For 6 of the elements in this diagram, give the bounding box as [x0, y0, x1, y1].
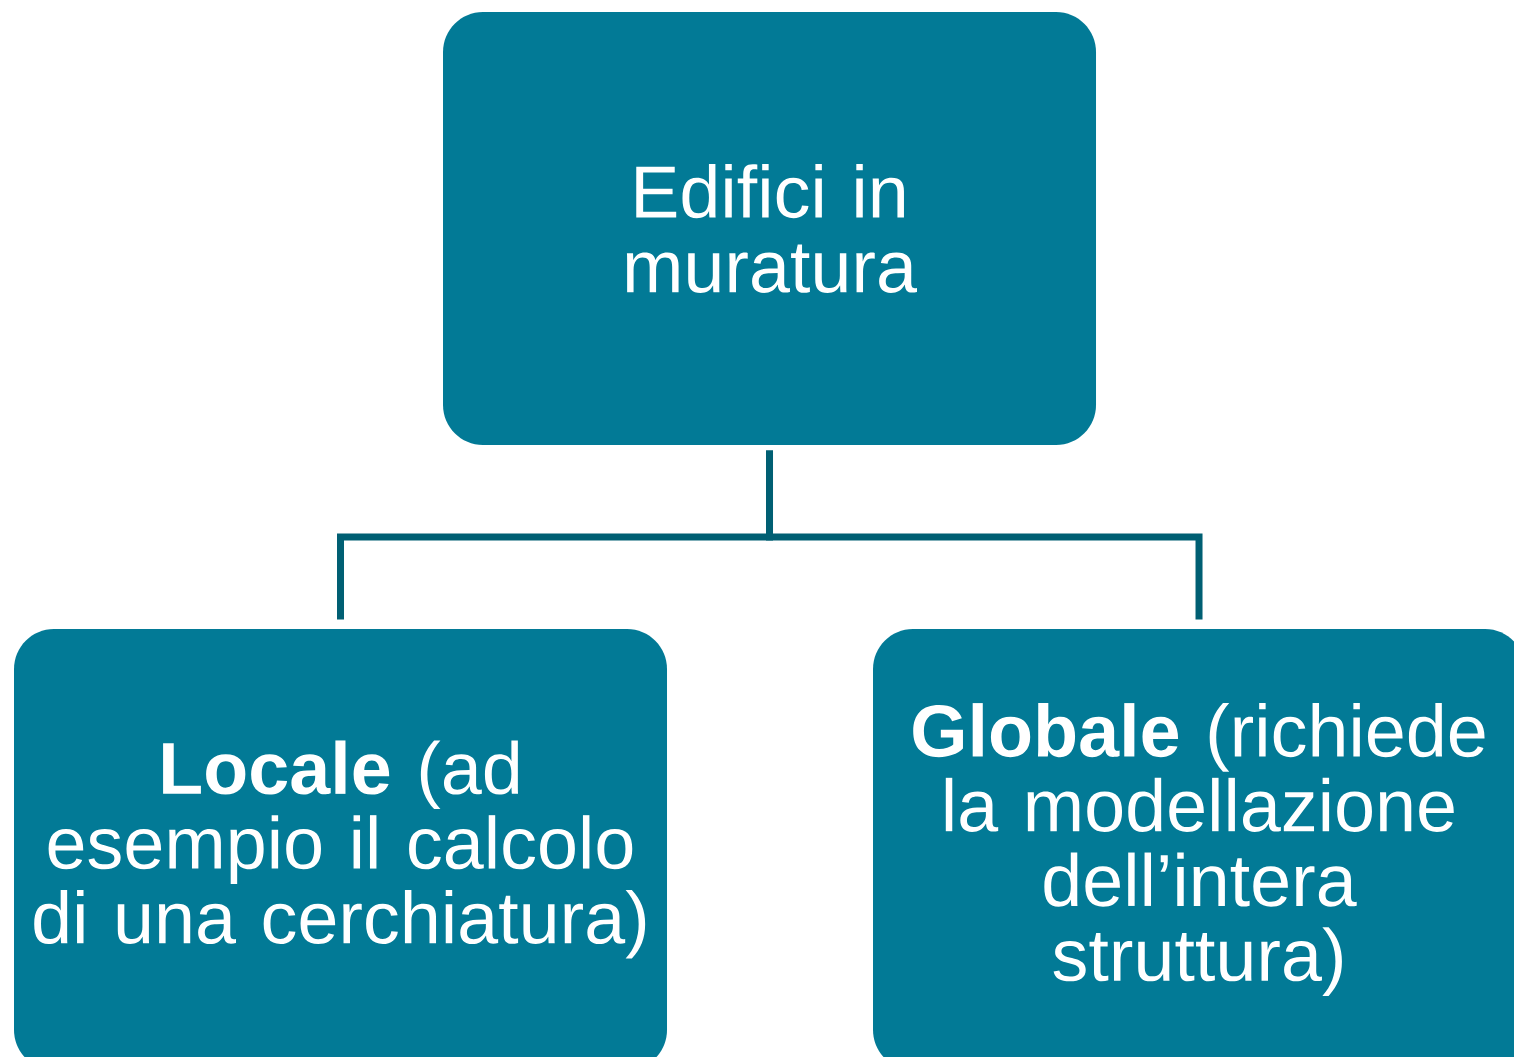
process-box — [873, 629, 1514, 1057]
process-box — [14, 629, 667, 1057]
box-text: Locale (ad esempio il calcolo di una cerchiatura) — [34, 740, 646, 959]
process-box — [443, 12, 1096, 445]
box-text: Globale (richiede la modellazione dell’intera struttura) — [913, 703, 1485, 996]
box-text: Edifici in muratura — [626, 164, 917, 293]
